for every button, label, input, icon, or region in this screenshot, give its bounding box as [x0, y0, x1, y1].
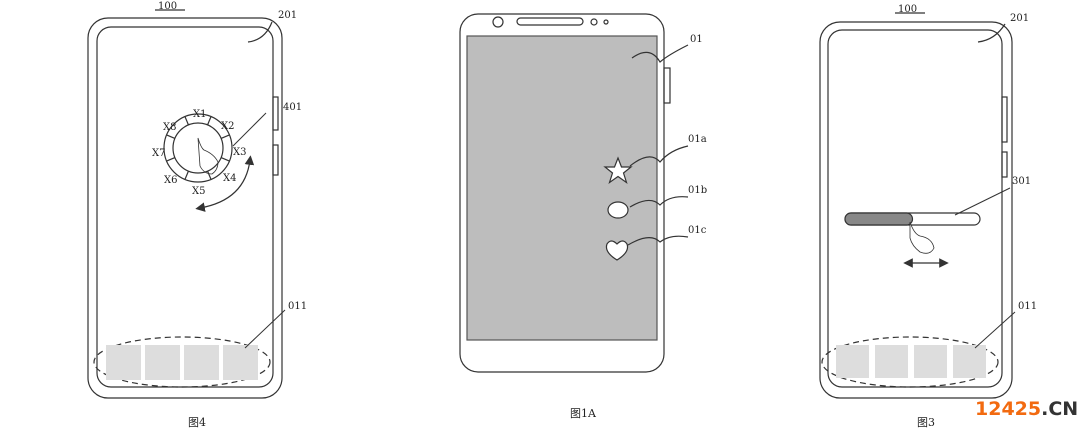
dial-label: X8 — [163, 122, 176, 133]
ref-301: 301 — [1012, 176, 1031, 187]
heart-icon — [605, 240, 629, 261]
ref-01c: 01c — [688, 225, 707, 236]
figure-1a-phone — [459, 13, 689, 373]
oval-icon — [607, 201, 629, 219]
dial-label: X5 — [192, 186, 205, 197]
dial-segment-divider — [166, 134, 176, 139]
dial-segment-divider — [166, 157, 176, 162]
star-icon — [603, 156, 633, 185]
dial-segment-divider — [184, 170, 189, 180]
caption-fig4: 图4 — [188, 416, 206, 429]
rotary-dial — [163, 112, 267, 212]
slider-fill — [844, 212, 914, 226]
watermark-number: 12425 — [975, 398, 1042, 420]
ref-100: 100 — [898, 4, 917, 15]
ref-01: 01 — [690, 34, 703, 45]
figure-3-phone — [819, 12, 1016, 399]
hand-icon — [197, 137, 219, 175]
ref-01a: 01a — [688, 134, 707, 145]
dial-label: X4 — [223, 173, 236, 184]
ref-011: 011 — [1018, 301, 1037, 312]
ref-011: 011 — [288, 301, 307, 312]
ref-201: 201 — [1010, 13, 1029, 24]
hand-icon — [909, 221, 935, 254]
dial-segment-divider — [207, 116, 212, 126]
figure-4-phone — [87, 9, 286, 399]
dial-label: X1 — [193, 109, 206, 120]
ref-01b: 01b — [688, 185, 707, 196]
ref-100: 100 — [158, 1, 177, 12]
watermark-suffix: .CN — [1041, 398, 1079, 420]
caption-fig1a: 图1A — [570, 407, 597, 420]
dial-label: X7 — [152, 148, 165, 159]
ref-401: 401 — [283, 102, 302, 113]
dial-label: X3 — [233, 147, 246, 158]
dial-segment-divider — [184, 116, 189, 126]
dial-segment-divider — [220, 157, 230, 162]
dial-segment-divider — [220, 134, 230, 139]
ref-201: 201 — [278, 10, 297, 21]
dial-label: X2 — [221, 121, 234, 132]
watermark-logo: 12425.CN — [975, 398, 1078, 420]
dial-segment-divider — [207, 170, 212, 180]
caption-fig3: 图3 — [917, 416, 935, 429]
dial-label: X6 — [164, 175, 177, 186]
